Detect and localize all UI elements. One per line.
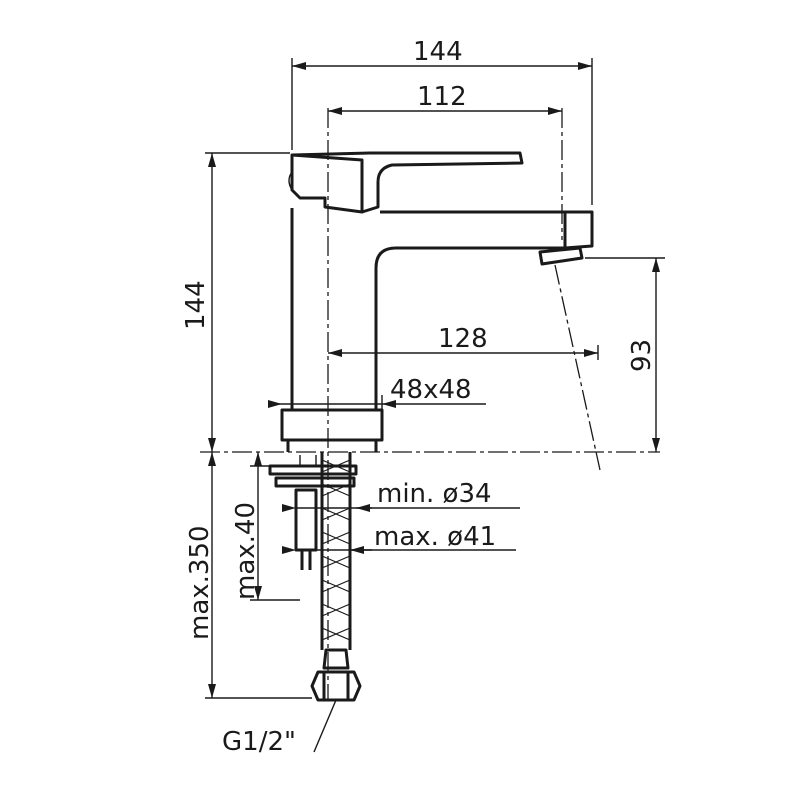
label-base-size: 48x48 [390,375,472,405]
dim-base-size: 48x48 [268,375,486,408]
dim-base-to-outlet: 128 [328,324,598,357]
faucet-body [290,208,594,412]
dim-spout-reach: 112 [328,82,562,115]
label-total-height: 144 [181,280,211,330]
label-base-to-outlet: 128 [438,324,488,354]
label-outlet-height: 93 [627,339,657,372]
dim-connection: G1/2" [222,699,337,757]
label-total-width: 144 [413,37,463,67]
braided-hose [310,452,362,702]
label-min-hole: min. ø34 [377,479,492,509]
label-max-hole: max. ø41 [374,522,496,552]
dim-max-hose: max.350 [185,452,216,698]
dim-total-height: 144 [181,153,216,452]
handle-lever [288,151,524,214]
label-connection: G1/2" [222,727,296,757]
label-spout-reach: 112 [417,82,467,112]
label-max-deck: max.40 [231,502,261,600]
dim-max-deck: max.40 [231,452,262,600]
label-max-hose: max.350 [185,525,215,640]
dim-max-hole: max. ø41 [282,522,516,554]
dim-total-width: 144 [292,37,592,70]
base-flange [280,408,384,452]
dim-outlet-height: 93 [627,258,660,452]
dim-min-hole: min. ø34 [282,479,520,512]
